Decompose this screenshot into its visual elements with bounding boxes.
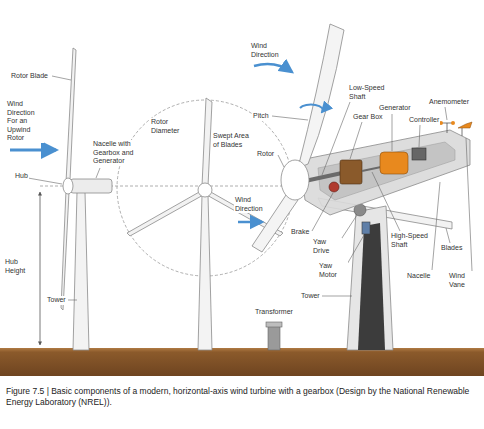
part-label: Tower: [300, 292, 321, 301]
pitch-arrow: [300, 105, 323, 112]
tower-interior: [358, 223, 385, 350]
transformer: [268, 326, 280, 350]
controller: [412, 148, 426, 160]
part-label: Nacelle with Gearbox and Generator: [92, 140, 142, 166]
wind-vane: [462, 128, 463, 136]
rotor-blade: [66, 48, 76, 182]
part-label: Blades: [440, 244, 463, 253]
anemometer: [447, 123, 448, 133]
part-label: Controller: [408, 116, 440, 125]
dimension-line: [40, 192, 41, 345]
nacelle: [70, 179, 112, 193]
wind-arrow: [238, 221, 262, 224]
part-label: Tower: [46, 296, 67, 305]
part-label: Wind Vane: [448, 272, 474, 289]
part-label: Hub: [14, 172, 29, 181]
part-label: Anemometer: [428, 98, 470, 107]
wind-vane: [458, 122, 472, 128]
low-speed-shaft: [305, 173, 342, 181]
part-label: Rotor Blade: [10, 72, 49, 81]
part-label: High-Speed Shaft: [390, 232, 432, 249]
rotor-blade: [298, 24, 344, 168]
part-label: Yaw Motor: [318, 262, 348, 279]
hub: [198, 183, 212, 197]
rotor-blade: [127, 191, 205, 236]
part-label: Gear Box: [352, 113, 384, 122]
anemometer: [451, 121, 455, 125]
part-label: Rotor Diameter: [150, 118, 188, 135]
part-label: Low-Speed Shaft: [348, 84, 390, 101]
leader-lines: [272, 102, 472, 296]
hub: [281, 160, 309, 200]
rotor-blade: [61, 190, 69, 310]
nacelle: [300, 130, 470, 215]
part-label: Wind Direction: [250, 42, 288, 59]
figure-caption: Figure 7.5 | Basic components of a moder…: [6, 386, 476, 408]
part-label: Nacelle: [406, 272, 431, 281]
part-label: Swept Area of Blades: [212, 132, 252, 149]
generator: [380, 152, 408, 174]
part-label: Transformer: [254, 308, 294, 317]
wind-arrow: [10, 149, 56, 152]
transformer: [266, 322, 282, 327]
part-label: Generator: [378, 104, 412, 113]
part-label: Wind Direction: [234, 196, 272, 213]
wind-arrow: [254, 64, 292, 72]
tower: [73, 192, 89, 350]
ground: [0, 348, 484, 376]
brake: [329, 182, 339, 192]
tower: [198, 195, 212, 350]
part-label: Pitch: [252, 112, 270, 121]
gear-box: [340, 160, 362, 184]
nacelle-interior: [318, 142, 455, 200]
tower: [347, 206, 393, 350]
hub: [63, 178, 73, 194]
part-label: Yaw Drive: [312, 238, 342, 255]
yaw-motor: [362, 222, 370, 234]
part-label: Hub Height: [4, 258, 36, 275]
part-label: Wind Direction For an Upwind Rotor: [6, 100, 44, 143]
rotor-blade: [202, 98, 212, 186]
part-label: Rotor: [256, 150, 275, 159]
part-label: Brake: [290, 228, 310, 237]
high-speed-shaft: [362, 167, 381, 171]
